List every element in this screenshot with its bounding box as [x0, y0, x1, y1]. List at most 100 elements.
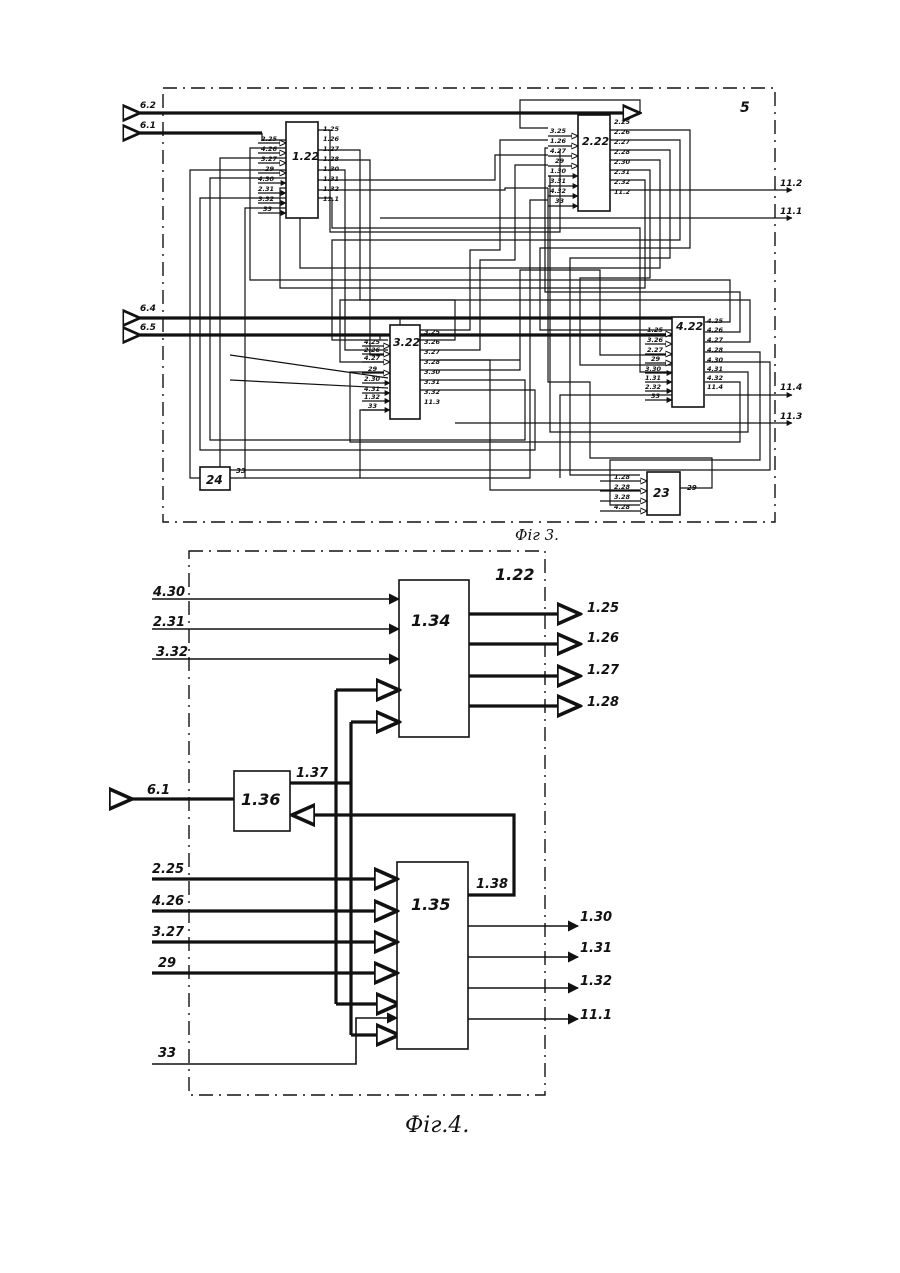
svg-text:4.32: 4.32 — [550, 187, 567, 195]
svg-text:4.28: 4.28 — [707, 346, 724, 354]
svg-text:2.28: 2.28 — [614, 148, 631, 156]
svg-text:4.27: 4.27 — [550, 147, 567, 155]
svg-text:29: 29 — [651, 355, 661, 363]
svg-text:1.30: 1.30 — [323, 165, 340, 173]
fig3-block-1-22: 1.22 2.25 4.26 3.27 29 4.30 2.31 3.32 33… — [258, 122, 340, 218]
fig4-134-out-2: 1.26 — [587, 631, 619, 646]
fig3-in-6-2: 6.2 — [140, 101, 156, 111]
svg-text:3.27: 3.27 — [424, 348, 441, 356]
fig4-135-in-2: 4.26 — [151, 894, 184, 909]
svg-text:1.31: 1.31 — [323, 175, 339, 183]
svg-text:3.32: 3.32 — [424, 388, 441, 396]
svg-text:4.30: 4.30 — [258, 175, 275, 183]
fig4-136-in: 6.1 — [147, 783, 170, 798]
svg-text:29: 29 — [687, 484, 697, 492]
svg-text:1.25: 1.25 — [647, 326, 664, 334]
svg-text:1.26: 1.26 — [550, 137, 567, 145]
svg-text:2.30: 2.30 — [364, 375, 381, 383]
svg-text:2.25: 2.25 — [261, 135, 278, 143]
svg-text:2.32: 2.32 — [614, 178, 631, 186]
svg-text:24: 24 — [206, 473, 223, 487]
svg-text:2.27: 2.27 — [614, 138, 631, 146]
fig4-134-out-3: 1.27 — [587, 663, 620, 678]
svg-text:1.27: 1.27 — [323, 145, 340, 153]
fig4-134-in-2: 2.31 — [153, 615, 185, 630]
svg-text:1.34: 1.34 — [411, 611, 450, 630]
fig3-caption: Фіг 3. — [515, 526, 559, 544]
fig3-frame-label: 5 — [740, 100, 750, 116]
svg-text:1.32: 1.32 — [323, 185, 340, 193]
svg-text:3.27: 3.27 — [261, 155, 278, 163]
svg-text:4.22: 4.22 — [675, 320, 703, 333]
fig3-out-11-4: 11.4 — [780, 383, 802, 393]
svg-text:1.26: 1.26 — [323, 135, 340, 143]
svg-text:2.28: 2.28 — [614, 483, 631, 491]
svg-text:33: 33 — [555, 197, 565, 205]
svg-text:29: 29 — [555, 157, 565, 165]
svg-text:2.26: 2.26 — [364, 346, 381, 354]
svg-text:1.25: 1.25 — [323, 125, 340, 133]
svg-text:3.30: 3.30 — [645, 365, 662, 373]
svg-text:3.31: 3.31 — [424, 378, 440, 386]
svg-text:11.2: 11.2 — [614, 188, 631, 196]
svg-text:3.26: 3.26 — [647, 336, 664, 344]
figure-4: 1.22 1.34 4.30 2.31 3.32 1.25 — [132, 551, 620, 1138]
figure-3: 5 6.2 6.1 6.4 6.5 11.2 11.1 11.4 11.3 — [140, 88, 802, 544]
fig3-block-4-22: 4.22 1.25 3.26 2.27 29 3.30 1.31 2.32 33… — [645, 317, 724, 407]
fig4-134-out-1: 1.25 — [587, 601, 619, 616]
fig4-bus-1-37 — [336, 690, 399, 1035]
svg-text:3.31: 3.31 — [550, 177, 566, 185]
fig4-136-out: 1.37 — [296, 766, 329, 781]
fig4-134-in-3: 3.32 — [156, 645, 188, 660]
fig4-135-out-3: 1.32 — [580, 974, 612, 989]
fig4-135-in-3: 3.27 — [152, 925, 185, 940]
fig3-in-6-1: 6.1 — [140, 121, 156, 131]
svg-text:4.25: 4.25 — [707, 317, 724, 325]
fig3-in-6-4: 6.4 — [140, 304, 156, 314]
svg-text:3.32: 3.32 — [258, 195, 275, 203]
fig4-135-in-4: 29 — [158, 956, 176, 971]
svg-text:29: 29 — [368, 365, 378, 373]
svg-text:1.35: 1.35 — [411, 895, 450, 914]
svg-text:11.4: 11.4 — [707, 383, 724, 391]
fig4-135-in-5: 33 — [158, 1046, 176, 1061]
fig3-block-3-22: 3.22 4.25 2.26 4.27 29 2.30 4.31 1.32 33… — [362, 325, 441, 419]
fig3-frame — [163, 88, 775, 522]
svg-text:1.36: 1.36 — [241, 790, 280, 809]
fig4-caption: Фіг.4. — [405, 1113, 469, 1138]
svg-text:33: 33 — [651, 392, 661, 400]
svg-text:2.25: 2.25 — [614, 118, 631, 126]
svg-text:3.22: 3.22 — [393, 336, 420, 349]
svg-text:11.1: 11.1 — [323, 195, 339, 203]
svg-text:1.31: 1.31 — [645, 374, 661, 382]
fig4-frame-label: 1.22 — [495, 565, 534, 584]
fig4-134-out-4: 1.28 — [587, 695, 619, 710]
fig4-block-1-36: 1.36 6.1 1.37 — [132, 766, 336, 831]
svg-text:4.26: 4.26 — [707, 326, 724, 334]
svg-text:2.31: 2.31 — [614, 168, 630, 176]
fig4-134-in-1: 4.30 — [152, 585, 185, 600]
fig4-135-feedback: 1.38 — [476, 877, 508, 892]
svg-text:4.31: 4.31 — [364, 385, 380, 393]
svg-text:4.31: 4.31 — [707, 365, 723, 373]
svg-text:2.27: 2.27 — [647, 346, 664, 354]
svg-text:33: 33 — [368, 402, 378, 410]
svg-text:4.26: 4.26 — [261, 145, 278, 153]
svg-text:4.27: 4.27 — [707, 336, 724, 344]
svg-text:2.26: 2.26 — [614, 128, 631, 136]
svg-text:1.22: 1.22 — [292, 150, 319, 163]
svg-text:2.32: 2.32 — [645, 383, 662, 391]
fig4-135-out-1: 1.30 — [580, 910, 612, 925]
fig3-out-11-3: 11.3 — [780, 412, 802, 422]
svg-text:4.30: 4.30 — [707, 356, 724, 364]
fig3-output-lines: 11.2 11.1 11.4 11.3 — [380, 179, 802, 423]
svg-text:3.26: 3.26 — [424, 338, 441, 346]
fig3-out-11-2: 11.2 — [780, 179, 802, 189]
svg-text:33: 33 — [263, 205, 273, 213]
svg-text:11.3: 11.3 — [424, 398, 441, 406]
svg-text:3.25: 3.25 — [424, 328, 441, 336]
svg-text:33: 33 — [236, 467, 246, 475]
svg-text:3.25: 3.25 — [550, 127, 567, 135]
fig3-block-2-22: 2.22 3.25 1.26 4.27 29 1.30 3.31 4.32 33… — [548, 115, 631, 211]
svg-text:3.28: 3.28 — [424, 358, 441, 366]
